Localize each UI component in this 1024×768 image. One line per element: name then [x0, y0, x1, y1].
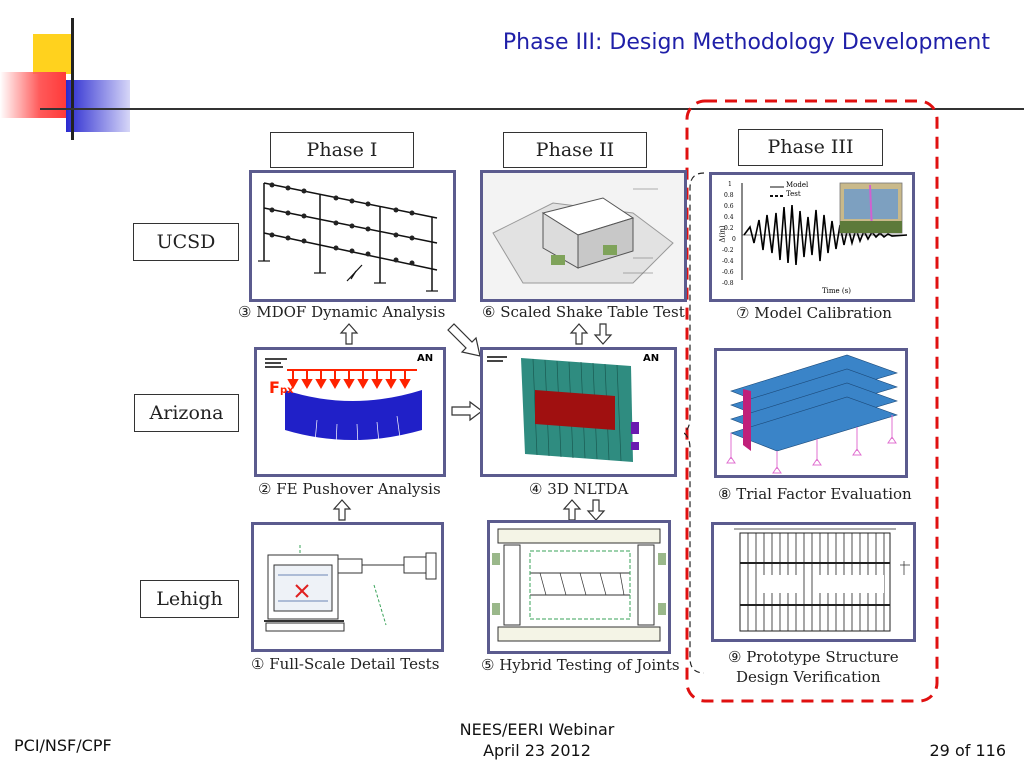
force-symbol: F — [269, 378, 280, 397]
fe-pushover-drawing — [265, 358, 422, 446]
ansys-logo-2: AN — [643, 353, 660, 364]
panel-model-calibration: Model Test Time (s) Δ(in) 1 0.8 0.6 0.4 … — [709, 172, 915, 302]
caption-3: ③ MDOF Dynamic Analysis — [238, 303, 446, 321]
phase-2-label: Phase II — [503, 132, 647, 168]
ucsd-label: UCSD — [133, 223, 239, 261]
panel-full-scale-tests — [251, 522, 444, 652]
blue-square — [66, 80, 130, 132]
panel-trial-factor — [714, 348, 908, 478]
arrow-3-to-4-diagonal — [447, 323, 481, 357]
shake-table-drawing — [492, 188, 674, 284]
caption-4: ④ 3D NLTDA — [529, 480, 629, 498]
corner-decoration — [0, 0, 1024, 140]
caption-9-line-1: ⑨ Prototype Structure — [728, 648, 899, 666]
arrows-4-6 — [569, 323, 613, 345]
force-label: Fpx — [269, 378, 294, 397]
y-tick-7: -0.2 — [722, 247, 734, 254]
caption-2: ② FE Pushover Analysis — [258, 480, 441, 498]
y-tick-9: -0.6 — [722, 269, 734, 276]
horizontal-line — [40, 108, 1024, 110]
phase-3-label: Phase III — [738, 129, 883, 166]
phase-1-label: Phase I — [270, 132, 414, 168]
prototype-drawing — [734, 528, 910, 632]
yellow-square — [33, 34, 71, 74]
lehigh-label: Lehigh — [140, 580, 239, 618]
panel-shake-table — [480, 170, 687, 302]
panel-mdof-frame — [249, 170, 456, 302]
y-tick-8: -0.4 — [722, 258, 734, 265]
caption-6: ⑥ Scaled Shake Table Test — [482, 303, 685, 321]
force-subscript: px — [279, 385, 294, 396]
footer-center-line-2: April 23 2012 — [483, 741, 591, 760]
ansys-logo-1: AN — [417, 353, 434, 364]
panel-hybrid-testing — [487, 520, 671, 654]
trial-factor-drawing — [726, 354, 898, 474]
panel-3d-nltda: AN — [480, 347, 677, 477]
nltda-drawing — [487, 356, 639, 462]
footer-left: PCI/NSF/CPF — [14, 736, 112, 755]
y-tick-1: 1 — [728, 181, 732, 188]
y-tick-4: 0.4 — [724, 214, 734, 221]
x-axis-label: Time (s) — [822, 287, 851, 295]
caption-1: ① Full-Scale Detail Tests — [251, 655, 440, 673]
vertical-line — [71, 18, 74, 140]
hybrid-drawing — [492, 528, 666, 642]
arrow-1-to-2 — [332, 499, 352, 521]
legend-test: Test — [786, 190, 801, 198]
caption-8: ⑧ Trial Factor Evaluation — [718, 485, 912, 503]
caption-7: ⑦ Model Calibration — [736, 304, 892, 322]
arizona-label: Arizona — [134, 394, 239, 432]
calibration-chart — [741, 182, 908, 280]
slide-title: Phase III: Design Methodology Developmen… — [502, 30, 990, 55]
caption-5: ⑤ Hybrid Testing of Joints — [481, 656, 680, 674]
y-tick-5: 0.2 — [724, 225, 734, 232]
footer-center-line-1: NEES/EERI Webinar — [459, 720, 615, 739]
y-tick-10: -0.8 — [722, 280, 734, 287]
panel-fe-pushover: AN Fpx — [254, 347, 446, 477]
full-scale-drawing — [264, 545, 437, 632]
red-square — [0, 72, 66, 118]
y-tick-6: 0 — [732, 236, 736, 243]
phase3-dashed-boundary — [684, 99, 939, 703]
y-tick-3: 0.6 — [724, 203, 734, 210]
arrow-2-to-4 — [451, 400, 483, 422]
slide-number: 29 of 116 — [929, 741, 1007, 760]
frame-drawing — [258, 182, 438, 292]
arrow-2-to-3 — [339, 323, 359, 345]
arrows-4-5 — [562, 499, 606, 521]
panel-prototype-design — [711, 522, 916, 642]
caption-9-line-2: Design Verification — [736, 668, 881, 686]
legend-model: Model — [786, 181, 809, 189]
y-tick-2: 0.8 — [724, 192, 734, 199]
